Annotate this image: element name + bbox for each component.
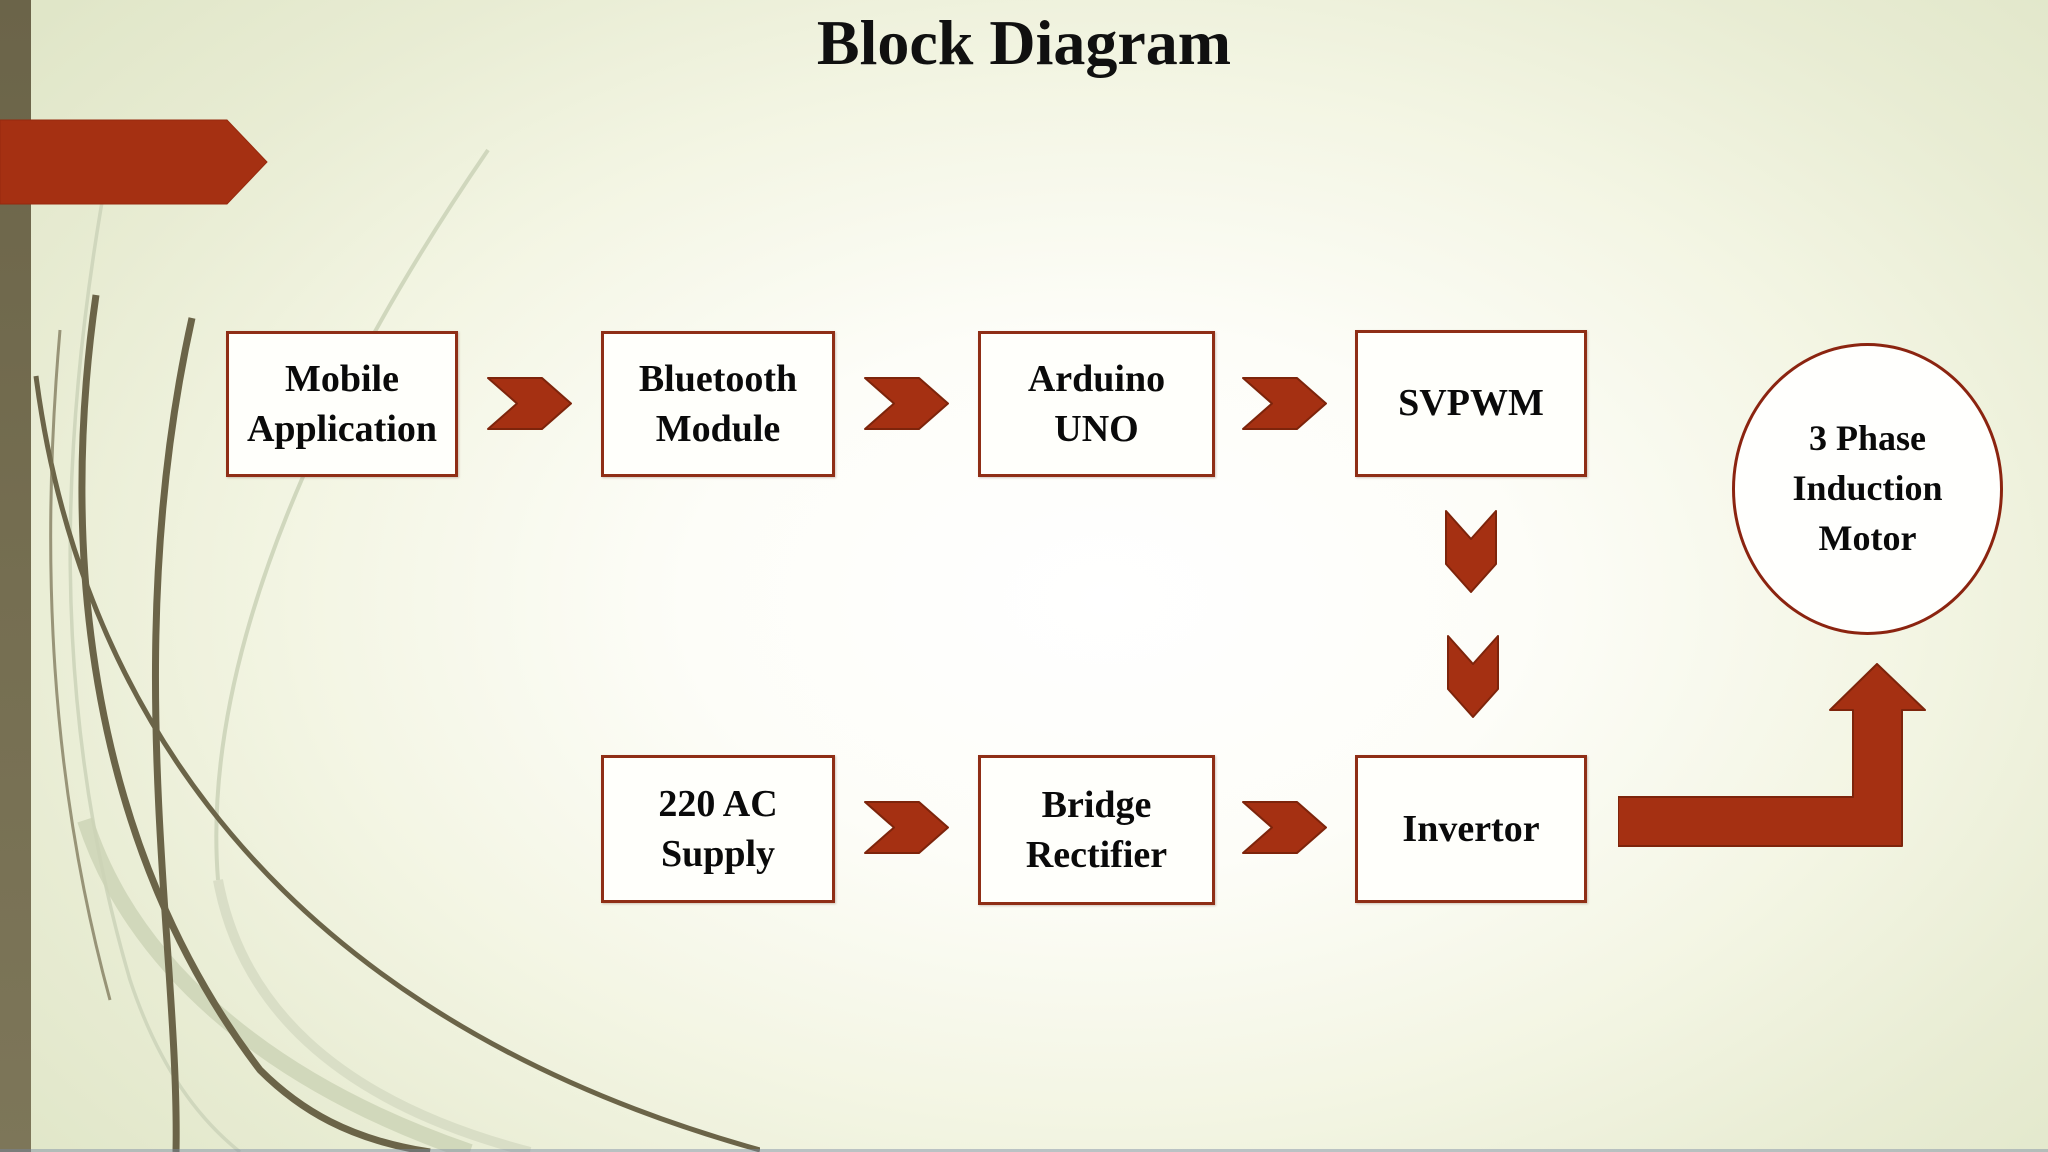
node-label: SVPWM: [1398, 382, 1544, 425]
node-bluetooth-module: Bluetooth Module: [601, 331, 835, 477]
chevron-right-arrow-icon: [487, 377, 572, 430]
chevron-right-arrow-icon: [1242, 377, 1327, 430]
node-label: Arduino UNO: [1027, 357, 1166, 450]
node-induction-motor: 3 Phase Induction Motor: [1732, 343, 2003, 635]
page-title: Block Diagram: [816, 7, 1232, 78]
chevron-right-arrow-icon: [1242, 801, 1327, 854]
node-bridge-rectifier: Bridge Rectifier: [978, 755, 1215, 905]
node-label: Invertor: [1402, 807, 1540, 850]
bottom-edge-line: [0, 1149, 2048, 1152]
node-arduino-uno: Arduino UNO: [978, 331, 1215, 477]
chevron-right-arrow-icon: [864, 377, 949, 430]
node-label: Bridge Rectifier: [1025, 783, 1168, 876]
node-invertor: Invertor: [1355, 755, 1587, 903]
node-label: Mobile Application: [246, 357, 438, 450]
node-mobile-application: Mobile Application: [226, 331, 458, 477]
node-label: Bluetooth Module: [638, 357, 798, 450]
node-label: 220 AC Supply: [658, 782, 778, 875]
banner-arrow-icon: [0, 119, 268, 205]
node-ac-supply: 220 AC Supply: [601, 755, 835, 903]
node-label: 3 Phase Induction Motor: [1792, 418, 1943, 558]
chevron-down-arrow-icon: [1447, 635, 1499, 718]
chevron-down-arrow-icon: [1445, 510, 1497, 593]
chevron-right-arrow-icon: [864, 801, 949, 854]
node-svpwm: SVPWM: [1355, 330, 1587, 477]
bent-up-arrow-icon: [1618, 663, 1926, 847]
